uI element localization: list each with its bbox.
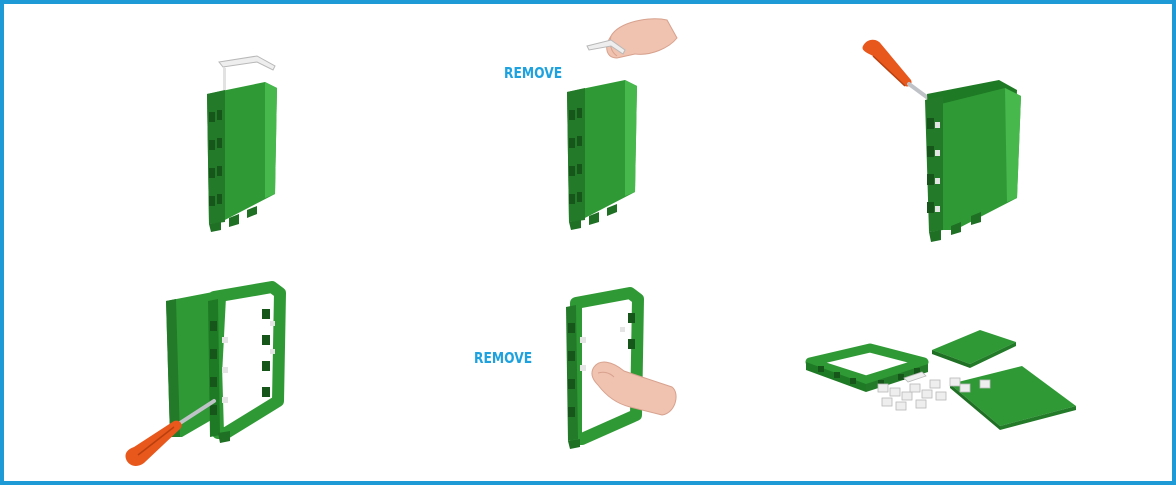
housing-illustration-5	[566, 287, 677, 449]
step-1-assembled-housing	[199, 54, 289, 234]
step-3-pry-cover	[859, 34, 1029, 244]
step-2-remove-clip	[559, 14, 679, 234]
finger-icon	[591, 361, 677, 416]
housing-illustration-6	[805, 330, 1076, 430]
remove-label-top: REMOVE	[504, 64, 563, 82]
screwdriver-icon	[125, 399, 216, 466]
step-4-open-frame	[122, 281, 292, 472]
step-6-disassembled-parts	[804, 322, 1084, 432]
step-5-remove-pcb	[564, 287, 684, 449]
housing-illustration-4	[125, 281, 286, 466]
housing-illustration-1	[207, 55, 277, 232]
housing-illustration-3	[862, 39, 1021, 242]
white-parts-icon	[877, 371, 991, 411]
housing-illustration-2	[567, 18, 678, 230]
finger-icon	[606, 18, 678, 59]
remove-label-bottom: REMOVE	[474, 349, 533, 367]
